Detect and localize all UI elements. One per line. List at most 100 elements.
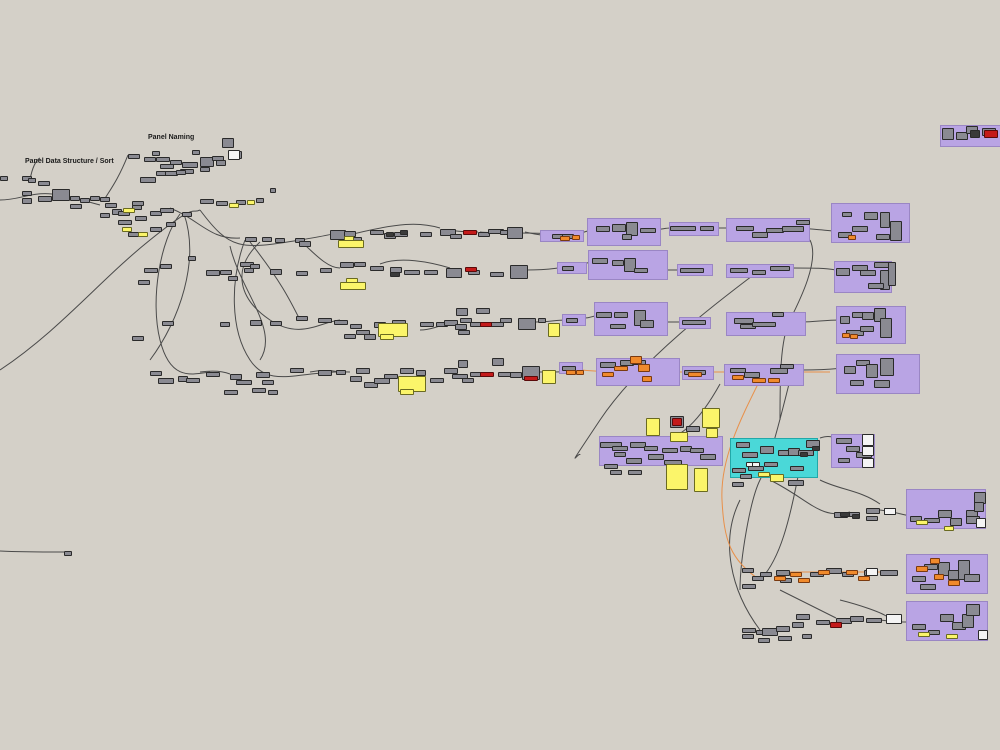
component-node[interactable] xyxy=(170,160,182,165)
component-node[interactable] xyxy=(572,235,580,240)
component-node[interactable] xyxy=(948,580,960,586)
component-node[interactable] xyxy=(866,364,878,378)
component-node[interactable] xyxy=(192,150,200,155)
component-node[interactable] xyxy=(290,368,304,373)
panel-component[interactable] xyxy=(122,227,132,232)
component-node[interactable] xyxy=(70,204,82,209)
component-node[interactable] xyxy=(734,318,754,324)
component-node[interactable] xyxy=(788,480,804,486)
component-node[interactable] xyxy=(626,458,642,464)
component-node[interactable] xyxy=(52,189,70,201)
component-node[interactable] xyxy=(742,568,754,573)
panel-component[interactable] xyxy=(670,432,688,442)
component-node[interactable] xyxy=(22,191,32,196)
component-node[interactable] xyxy=(836,268,850,276)
component-node[interactable] xyxy=(206,270,220,276)
component-node[interactable] xyxy=(776,626,790,632)
component-node[interactable] xyxy=(640,320,654,328)
component-node[interactable] xyxy=(800,452,808,457)
component-node[interactable] xyxy=(912,624,926,630)
component-node[interactable] xyxy=(942,128,954,140)
component-node[interactable] xyxy=(776,570,790,576)
component-node[interactable] xyxy=(460,318,472,323)
component-node[interactable] xyxy=(166,222,176,227)
component-node[interactable] xyxy=(604,464,618,469)
component-node[interactable] xyxy=(848,235,856,240)
component-node[interactable] xyxy=(340,262,354,268)
component-node[interactable] xyxy=(518,318,536,330)
component-node[interactable] xyxy=(458,330,470,335)
component-node[interactable] xyxy=(456,308,468,316)
component-node[interactable] xyxy=(770,368,788,374)
component-node[interactable] xyxy=(970,130,980,138)
component-node[interactable] xyxy=(634,268,648,273)
component-node[interactable] xyxy=(686,426,700,432)
component-node[interactable] xyxy=(774,576,786,581)
component-node[interactable] xyxy=(38,196,52,202)
component-node[interactable] xyxy=(390,272,400,277)
component-node[interactable] xyxy=(956,132,968,140)
component-node[interactable] xyxy=(384,374,398,379)
panel-component[interactable] xyxy=(548,323,560,337)
component-node[interactable] xyxy=(602,372,614,377)
panel-component[interactable] xyxy=(346,278,358,283)
component-node[interactable] xyxy=(188,256,196,261)
component-node[interactable] xyxy=(480,322,492,327)
component-node[interactable] xyxy=(802,634,812,639)
component-node[interactable] xyxy=(862,312,874,320)
component-node[interactable] xyxy=(444,320,458,326)
component-node[interactable] xyxy=(856,360,870,366)
component-group[interactable] xyxy=(588,250,668,280)
component-node[interactable] xyxy=(642,376,652,382)
component-node[interactable] xyxy=(850,334,858,339)
component-node[interactable] xyxy=(790,466,804,471)
component-node[interactable] xyxy=(228,150,240,160)
component-node[interactable] xyxy=(962,614,974,628)
component-node[interactable] xyxy=(752,462,760,467)
panel-component[interactable] xyxy=(702,408,720,428)
component-node[interactable] xyxy=(160,208,174,213)
component-node[interactable] xyxy=(236,200,246,205)
component-node[interactable] xyxy=(220,322,230,327)
component-node[interactable] xyxy=(742,584,756,589)
component-node[interactable] xyxy=(160,164,174,169)
component-node[interactable] xyxy=(644,446,658,451)
component-node[interactable] xyxy=(364,382,378,388)
component-node[interactable] xyxy=(144,268,158,273)
component-node[interactable] xyxy=(868,283,884,289)
component-node[interactable] xyxy=(566,318,578,323)
component-node[interactable] xyxy=(630,442,646,448)
panel-component[interactable] xyxy=(138,232,148,237)
component-node[interactable] xyxy=(682,320,706,325)
panel-component[interactable] xyxy=(338,240,364,248)
component-node[interactable] xyxy=(916,566,928,572)
component-node[interactable] xyxy=(700,454,716,460)
component-node[interactable] xyxy=(640,228,656,233)
component-node[interactable] xyxy=(732,482,744,487)
component-node[interactable] xyxy=(507,227,523,239)
component-node[interactable] xyxy=(858,576,870,581)
component-node[interactable] xyxy=(250,264,260,269)
component-node[interactable] xyxy=(792,622,804,628)
component-node[interactable] xyxy=(592,258,608,264)
component-node[interactable] xyxy=(424,270,438,275)
component-node[interactable] xyxy=(770,266,790,271)
panel-component[interactable] xyxy=(123,208,135,213)
component-node[interactable] xyxy=(886,614,902,624)
component-node[interactable] xyxy=(176,170,186,175)
component-node[interactable] xyxy=(938,510,952,518)
component-node[interactable] xyxy=(764,462,778,467)
component-node[interactable] xyxy=(262,237,272,242)
component-node[interactable] xyxy=(844,366,856,374)
component-node[interactable] xyxy=(670,226,696,231)
component-node[interactable] xyxy=(350,376,362,382)
component-node[interactable] xyxy=(964,574,980,582)
component-node[interactable] xyxy=(216,201,228,206)
component-node[interactable] xyxy=(354,262,366,267)
component-node[interactable] xyxy=(182,212,192,217)
component-node[interactable] xyxy=(524,376,538,381)
component-node[interactable] xyxy=(458,360,468,368)
component-node[interactable] xyxy=(888,262,896,286)
component-node[interactable] xyxy=(752,576,764,581)
component-node[interactable] xyxy=(752,232,768,238)
